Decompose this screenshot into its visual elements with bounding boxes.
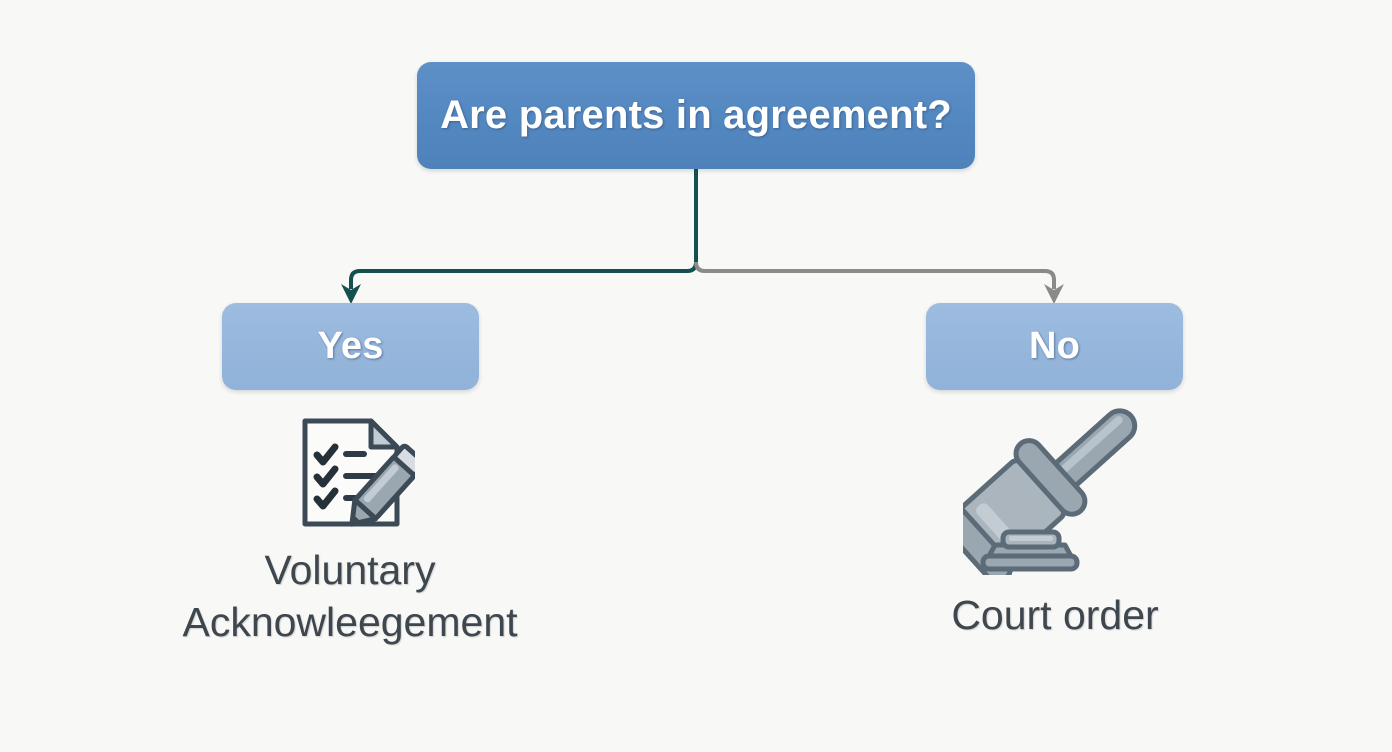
branch-node-yes-label: Yes — [317, 325, 384, 367]
outcome-no: Court order — [845, 400, 1265, 641]
edge-yes-arrowhead — [341, 284, 361, 304]
gavel-icon — [962, 408, 1137, 575]
outcome-no-caption-line-1: Court order — [951, 592, 1159, 638]
edge-no — [694, 261, 1056, 289]
decision-node-root-label: Are parents in agreement? — [440, 93, 952, 137]
branch-node-yes[interactable]: Yes — [222, 303, 479, 390]
decision-node-root[interactable]: Are parents in agreement? — [417, 62, 975, 169]
outcome-no-caption: Court order — [951, 589, 1158, 641]
outcome-yes-caption: Voluntary Acknowleegement — [182, 544, 517, 649]
edge-yes — [349, 261, 698, 289]
outcome-yes: Voluntary Acknowleegement — [140, 415, 560, 649]
branch-node-no[interactable]: No — [926, 303, 1183, 390]
outcome-yes-caption-line-1: Voluntary — [264, 547, 436, 593]
checklist-document-pencil-icon — [302, 418, 415, 527]
edge-no-arrowhead — [1044, 284, 1064, 304]
branch-node-no-label: No — [1028, 325, 1081, 367]
outcome-yes-caption-line-2: Acknowleegement — [182, 599, 518, 646]
